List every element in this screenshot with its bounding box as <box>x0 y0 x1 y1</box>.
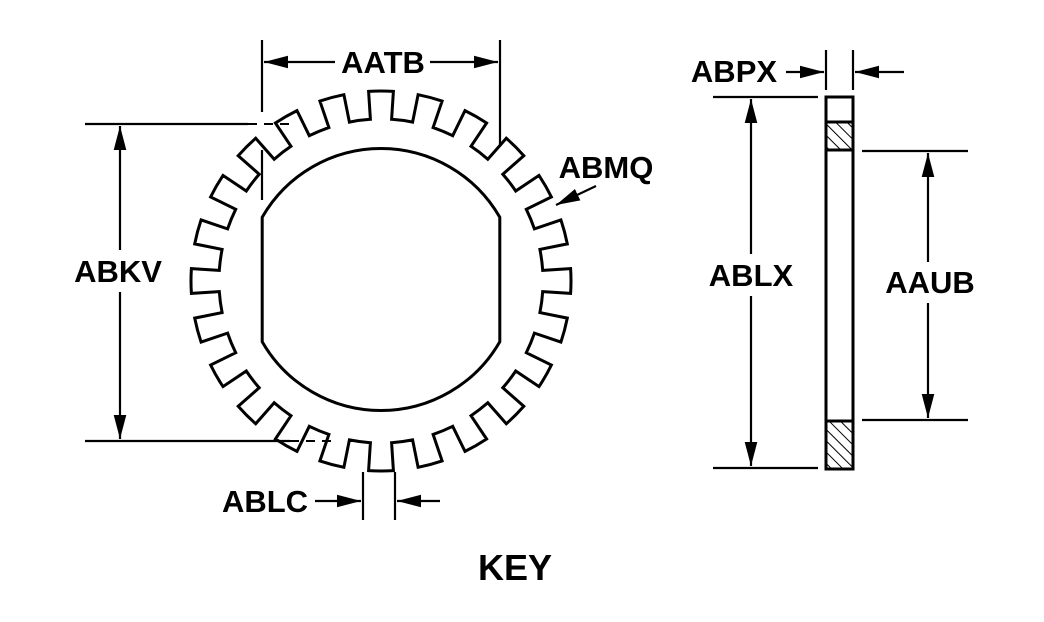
aaub-dimension: AAUB <box>862 149 975 422</box>
key-caption: KEY <box>478 547 552 588</box>
abpx-dimension: ABPX <box>691 50 904 90</box>
gear-bore <box>260 147 502 412</box>
aatb-label: AATB <box>341 45 425 80</box>
aaub-label: AAUB <box>885 265 975 300</box>
ablx-label: ABLX <box>709 258 794 293</box>
abmq-callout: ABMQ <box>555 150 654 206</box>
abpx-label: ABPX <box>691 54 777 89</box>
abkv-label: ABKV <box>74 254 162 289</box>
abkv-dimension: ABKV <box>74 122 338 443</box>
side-view-body <box>824 95 855 471</box>
ablc-dimension: ABLC <box>222 472 440 520</box>
side-view-section-bottom <box>824 419 855 471</box>
gear-side-view <box>824 95 855 471</box>
aatb-dimension: AATB <box>260 40 502 200</box>
abmq-leader <box>555 185 597 206</box>
ablc-label: ABLC <box>222 484 308 519</box>
gear-outline <box>189 89 573 473</box>
side-view-section-top <box>824 120 855 152</box>
gear-front-view <box>189 89 573 473</box>
abmq-label: ABMQ <box>559 150 654 185</box>
ablx-dimension: ABLX <box>709 95 818 470</box>
